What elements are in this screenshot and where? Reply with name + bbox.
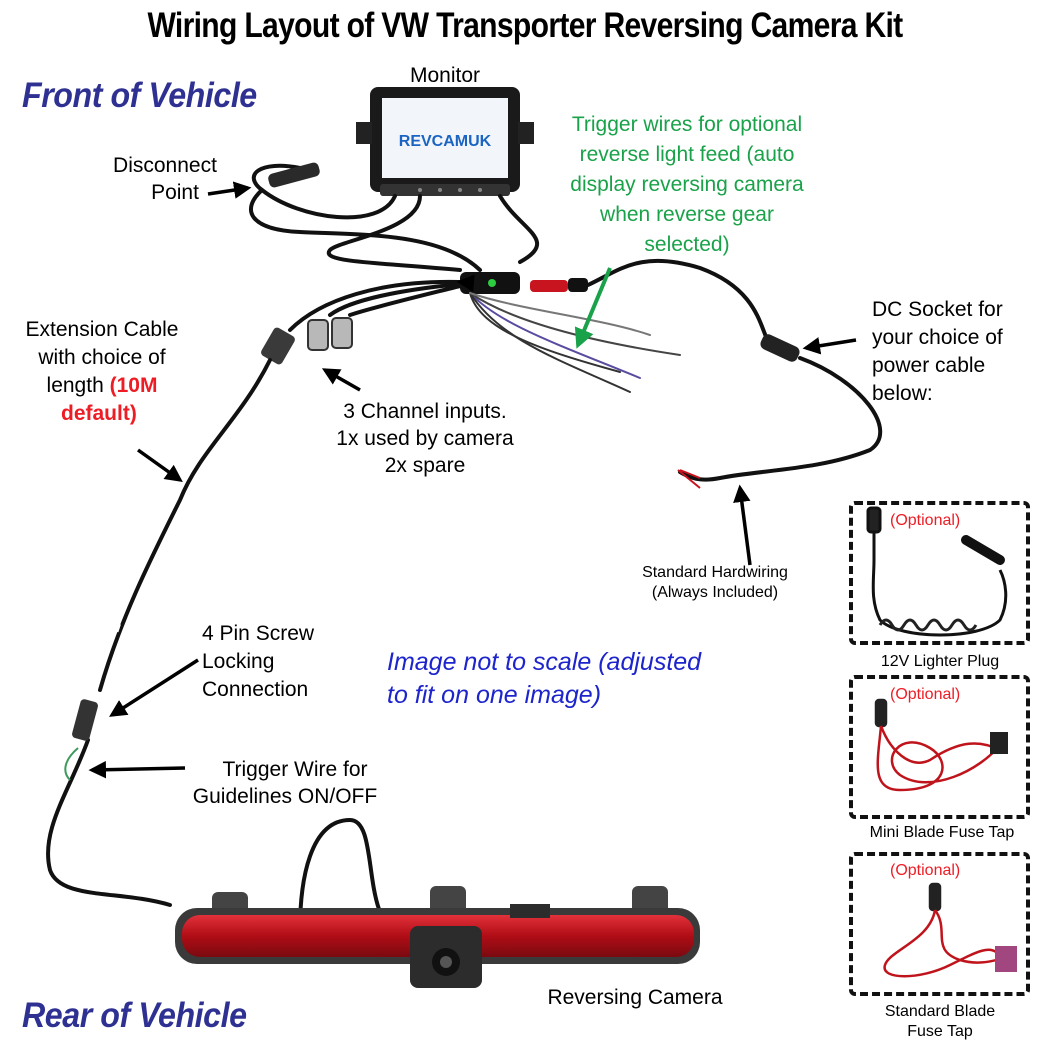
- screw-lock-label: 4 Pin Screw Locking Connection: [202, 622, 315, 701]
- screw-lock-connector: [72, 699, 98, 741]
- dc-socket: [760, 334, 800, 362]
- option-badge-standard-fuse: (Optional): [890, 862, 961, 879]
- option-caption-mini-fuse: Mini Blade Fuse Tap: [869, 824, 1015, 841]
- diagram-title: Wiring Layout of VW Transporter Reversin…: [147, 6, 903, 45]
- option-caption-standard-fuse: Standard Blade Fuse Tap: [884, 1003, 996, 1040]
- monitor-label: Monitor: [409, 64, 481, 87]
- option-badge-lighter-plug: (Optional): [890, 512, 961, 529]
- reversing-camera-label: Reversing Camera: [547, 986, 723, 1009]
- not-to-scale-note: Image not to scale (adjusted to fit on o…: [387, 648, 702, 709]
- dc-socket-label: DC Socket for your choice of power cable…: [872, 298, 1003, 405]
- option-box-standard-fuse: [849, 852, 1030, 996]
- monitor-device: REVCAMUK: [356, 87, 534, 196]
- mini-fuse-body: [990, 732, 1008, 754]
- option-box-mini-fuse: [849, 675, 1030, 819]
- trigger-guidelines-label: Trigger Wire for Guidelines ON/OFF: [192, 758, 378, 808]
- rear-of-vehicle-label: Rear of Vehicle: [22, 996, 247, 1035]
- front-of-vehicle-label: Front of Vehicle: [22, 76, 257, 115]
- extension-cable-label: Extension Cable with choice of length (1…: [25, 318, 179, 425]
- standard-fuse-body: [995, 946, 1017, 972]
- brake-light-camera: [175, 886, 700, 988]
- channel-input-connectors: [261, 317, 353, 365]
- standard-hardwiring-label: Standard Hardwiring (Always Included): [642, 564, 788, 601]
- disconnect-point-label: Disconnect Point: [113, 154, 217, 204]
- channel-inputs-label: 3 Channel inputs. 1x used by camera 2x s…: [336, 400, 514, 477]
- disconnect-connector: [268, 162, 320, 188]
- monitor-brand-text: REVCAMUK: [399, 133, 492, 150]
- mini-fuse-tap-illustration: [874, 698, 1001, 792]
- standard-fuse-tap-illustration: [883, 882, 1006, 978]
- trigger-wires-label: Trigger wires for optional reverse light…: [570, 113, 804, 256]
- option-box-lighter-plug: [849, 501, 1030, 645]
- lighter-plug-illustration: [866, 506, 1008, 637]
- option-caption-lighter-plug: 12V Lighter Plug: [880, 653, 1000, 670]
- option-badge-mini-fuse: (Optional): [890, 686, 961, 703]
